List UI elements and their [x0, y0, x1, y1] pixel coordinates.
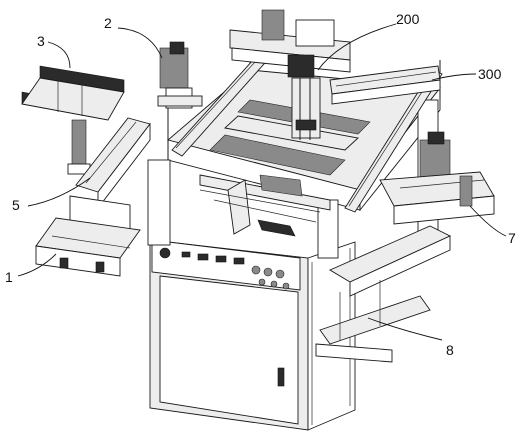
leader-3 [47, 41, 71, 69]
leader-7 [469, 205, 507, 237]
label-3: 3 [37, 33, 45, 49]
conveyor-3 [21, 65, 125, 175]
unit-7 [379, 131, 495, 225]
leader-2 [117, 27, 163, 59]
leader-5 [27, 177, 91, 207]
beam-300 [329, 65, 441, 105]
label-300: 300 [478, 66, 502, 82]
leader-200 [317, 23, 397, 71]
leader-lines [17, 23, 507, 341]
callouts: 2 3 200 300 5 1 7 8 [5, 11, 516, 358]
cabinet-handle [277, 367, 285, 387]
cabinet [149, 239, 356, 431]
label-8: 8 [446, 342, 454, 358]
main-frame [147, 40, 443, 259]
drawer-8 [315, 225, 452, 363]
drawer-1 [35, 217, 141, 277]
leader-1 [17, 253, 57, 277]
motor-unit-2 [157, 41, 203, 109]
gantry-200 [229, 9, 351, 140]
leader-300 [431, 73, 477, 81]
work-area [199, 99, 371, 237]
label-200: 200 [396, 11, 420, 27]
label-5: 5 [12, 197, 20, 213]
work-piece [257, 219, 296, 237]
control-panel [151, 239, 301, 291]
leader-8 [367, 317, 443, 341]
label-1: 1 [5, 269, 13, 285]
label-2: 2 [104, 15, 112, 31]
label-7: 7 [508, 230, 516, 246]
